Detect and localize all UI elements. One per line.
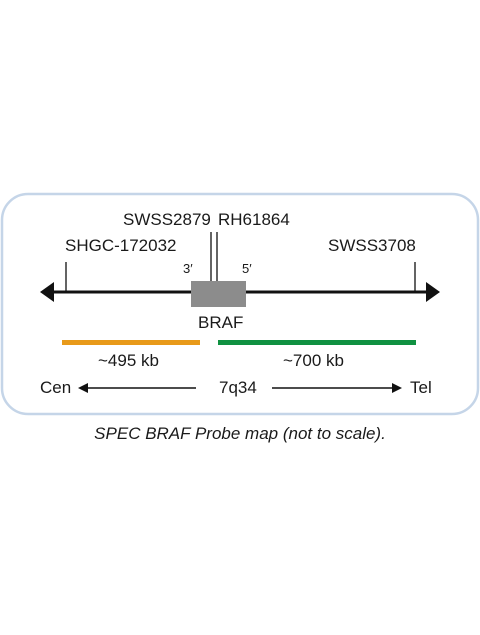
shgc-marker-label: SHGC-172032 [65,236,177,255]
braf-gene-box [191,281,246,307]
centromere-label: Cen [40,378,71,397]
left-orientation-arrowhead [78,383,88,393]
rh61864-marker-label: RH61864 [218,210,290,229]
swss3708-marker-label: SWSS3708 [328,236,416,255]
gene-name-label: BRAF [198,313,243,332]
right-orientation-arrowhead [392,383,402,393]
left-arrowhead [40,282,54,302]
green-probe-size: ~700 kb [283,351,344,370]
orange-probe-bar [62,340,200,345]
diagram-caption: SPEC BRAF Probe map (not to scale). [94,424,386,443]
orange-probe-size: ~495 kb [98,351,159,370]
telomere-label: Tel [410,378,432,397]
green-probe-bar [218,340,416,345]
gene-5-prime-label: 5′ [242,261,252,276]
swss2879-marker-label: SWSS2879 [123,210,211,229]
right-arrowhead [426,282,440,302]
chromosome-band-label: 7q34 [219,378,257,397]
gene-3-prime-label: 3′ [183,261,193,276]
